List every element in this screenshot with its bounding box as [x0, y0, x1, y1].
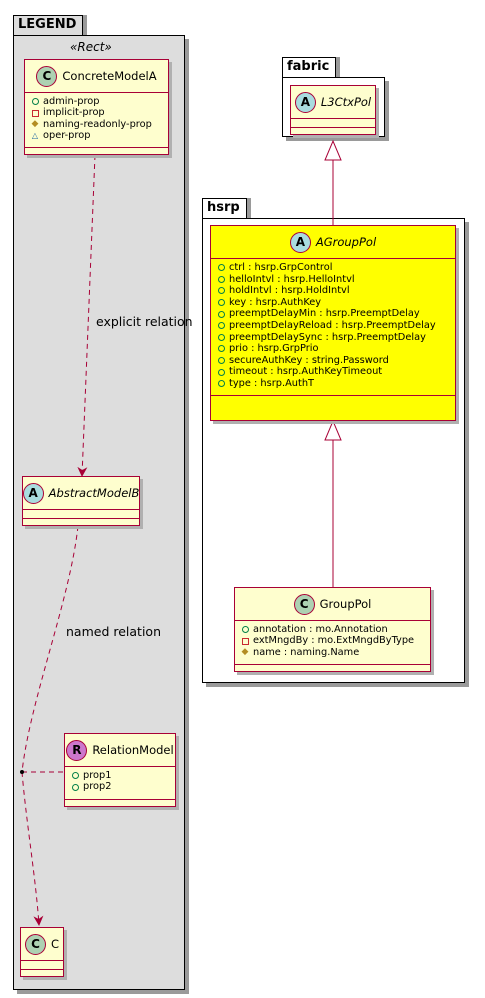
private-visibility-icon: [241, 638, 249, 645]
class-grouppol[interactable]: C GroupPol annotation : mo.Annotation ex…: [234, 587, 431, 672]
field-text: implicit-prop: [43, 107, 105, 119]
class-name: RelationModel: [92, 743, 174, 757]
hsrp-package-title: hsrp: [207, 200, 240, 215]
field-row: ◆ naming-readonly-prop: [31, 119, 162, 130]
public-visibility-icon: [217, 369, 225, 376]
field-text: holdIntvl : hsrp.HoldIntvl: [229, 285, 350, 297]
field-row: preemptDelayMin : hsrp.PreemptDelay: [217, 308, 449, 320]
protected-visibility-icon: ◆: [31, 119, 39, 130]
public-visibility-icon: [217, 264, 225, 271]
public-visibility-icon: [217, 357, 225, 364]
class-l3ctxpol[interactable]: A L3CtxPol: [290, 85, 376, 135]
field-text: ctrl : hsrp.GrpControl: [229, 262, 333, 273]
field-text: preemptDelayReload : hsrp.PreemptDelay: [229, 319, 436, 331]
class-badge-r-icon: R: [66, 739, 88, 761]
field-text: admin-prop: [43, 96, 100, 107]
legend-stereotype: «Rect»: [70, 40, 112, 54]
public-visibility-icon: [71, 772, 79, 779]
field-row: prio : hsrp.GrpPrio: [217, 343, 449, 355]
public-visibility-icon: [241, 626, 249, 633]
private-visibility-icon: [31, 110, 39, 117]
field-row: △ oper-prop: [31, 130, 162, 141]
class-name: ConcreteModelA: [62, 69, 157, 83]
class-badge-c-icon: C: [24, 933, 46, 955]
field-row: key : hsrp.AuthKey: [217, 297, 449, 309]
class-c[interactable]: C C: [20, 927, 64, 977]
class-name: AbstractModelB: [48, 486, 140, 500]
public-visibility-icon: [71, 784, 79, 791]
public-visibility-icon: [217, 299, 225, 306]
public-visibility-icon: [217, 276, 225, 283]
field-text: prop1: [83, 770, 112, 781]
field-row: helloIntvl : hsrp.HelloIntvl: [217, 274, 449, 286]
fabric-package-title: fabric: [287, 59, 330, 74]
field-text: annotation : mo.Annotation: [253, 624, 388, 635]
field-row: admin-prop: [31, 96, 162, 107]
class-name: AGroupPol: [315, 235, 377, 249]
class-badge-a-icon: A: [22, 482, 44, 504]
field-row: implicit-prop: [31, 107, 162, 118]
fabric-package-tab: fabric: [282, 57, 337, 77]
field-text: timeout : hsrp.AuthKeyTimeout: [229, 366, 383, 378]
field-row: timeout : hsrp.AuthKeyTimeout: [217, 366, 449, 378]
field-row: secureAuthKey : string.Password: [217, 355, 449, 367]
field-row: ctrl : hsrp.GrpControl: [217, 262, 449, 274]
field-text: oper-prop: [43, 130, 91, 142]
class-badge-a-icon: A: [294, 91, 316, 113]
named-relation-label: named relation: [66, 624, 161, 639]
field-row: preemptDelayReload : hsrp.PreemptDelay: [217, 320, 449, 332]
public-visibility-icon: [217, 345, 225, 352]
class-badge-c-icon: C: [36, 65, 58, 87]
field-text: naming-readonly-prop: [43, 118, 152, 130]
field-row: annotation : mo.Annotation: [241, 624, 424, 635]
field-text: extMngdBy : mo.ExtMngdByType: [253, 635, 415, 647]
public-visibility-icon: [217, 287, 225, 294]
class-name: L3CtxPol: [320, 95, 372, 109]
field-text: preemptDelaySync : hsrp.PreemptDelay: [229, 331, 426, 343]
class-concretemodela[interactable]: C ConcreteModelA admin-prop implicit-pro…: [24, 59, 169, 155]
field-row: type : hsrp.AuthT: [217, 378, 449, 390]
field-row: prop1: [71, 770, 169, 781]
field-row: prop2: [71, 781, 169, 792]
field-text: preemptDelayMin : hsrp.PreemptDelay: [229, 308, 420, 320]
field-text: name : naming.Name: [253, 646, 360, 658]
public-visibility-icon: [217, 322, 225, 329]
class-name: C: [50, 937, 60, 951]
field-text: helloIntvl : hsrp.HelloIntvl: [229, 273, 355, 285]
public-visibility-icon: [217, 380, 225, 387]
field-text: prio : hsrp.GrpPrio: [229, 343, 319, 355]
field-text: secureAuthKey : string.Password: [229, 354, 389, 366]
class-badge-c-icon: C: [293, 593, 315, 615]
field-row: preemptDelaySync : hsrp.PreemptDelay: [217, 332, 449, 344]
public-visibility-icon: [217, 311, 225, 318]
field-text: key : hsrp.AuthKey: [229, 296, 322, 308]
agrouppol-generalization-arrow: [324, 139, 342, 161]
public-visibility-icon: [217, 334, 225, 341]
field-row: extMngdBy : mo.ExtMngdByType: [241, 635, 424, 646]
legend-package-title: LEGEND: [18, 17, 77, 32]
field-row: holdIntvl : hsrp.HoldIntvl: [217, 285, 449, 297]
legend-package-tab: LEGEND: [13, 15, 84, 35]
field-row: ◆ name : naming.Name: [241, 647, 424, 658]
field-text: prop2: [83, 781, 112, 793]
class-agrouppol[interactable]: A AGroupPol ctrl : hsrp.GrpControl hello…: [210, 225, 456, 421]
protected-visibility-icon: ◆: [241, 647, 249, 658]
class-badge-a-icon: A: [289, 231, 311, 253]
explicit-relation-label: explicit relation: [96, 314, 193, 329]
package-visibility-icon: △: [31, 131, 39, 141]
hsrp-package-tab: hsrp: [202, 198, 247, 218]
class-abstractmodelb[interactable]: A AbstractModelB: [22, 476, 140, 526]
public-visibility-icon: [31, 98, 39, 105]
field-text: type : hsrp.AuthT: [229, 377, 315, 389]
class-relationmodel[interactable]: R RelationModel prop1 prop2: [64, 733, 176, 807]
class-name: GroupPol: [319, 597, 372, 611]
